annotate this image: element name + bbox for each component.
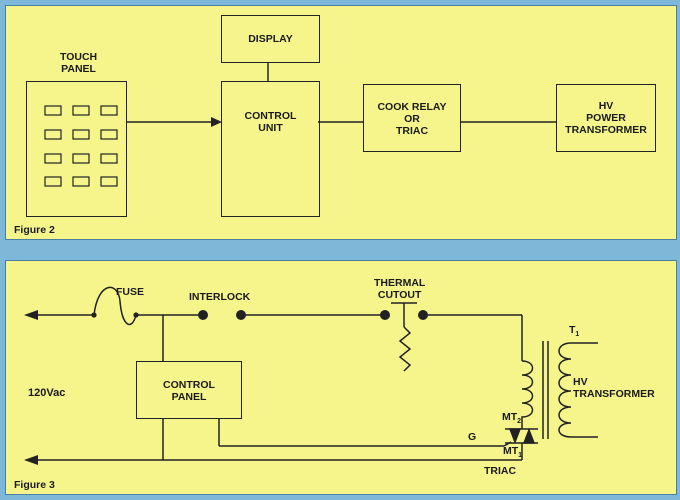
hv-label-line2: POWER [586, 112, 626, 124]
mt1-label: MT1 [503, 445, 523, 460]
cook-relay-label-line1: COOK RELAY [377, 101, 447, 113]
touch-panel-label: TOUCH PANEL [60, 51, 98, 75]
figure-3-caption: Figure 3 [14, 479, 55, 491]
hv-label-line3: TRANSFORMER [565, 124, 647, 136]
hv-transformer-label: HV TRANSFORMER [573, 376, 655, 400]
mt2-label: MT2 [502, 411, 522, 426]
keypad-button [72, 176, 90, 187]
keypad-button [44, 129, 62, 140]
secondary-coil [558, 342, 572, 438]
figure-2-wiring [44, 62, 556, 187]
hv-power-transformer-box: HV POWER TRANSFORMER [556, 84, 656, 152]
keypad-button [44, 153, 62, 164]
control-panel-label-line2: PANEL [171, 391, 207, 403]
display-label: DISPLAY [248, 33, 293, 45]
cook-relay-box: COOK RELAY OR TRIAC [363, 84, 461, 152]
voltage-label: 120Vac [28, 387, 66, 399]
interlock-label: INTERLOCK [189, 291, 251, 303]
thermal-contact-right [418, 310, 428, 320]
figure-3-panel: FUSE INTERLOCK THERMAL CUTOUT 120Vac CON… [5, 260, 677, 495]
keypad-button [100, 176, 118, 187]
fuse-label: FUSE [116, 286, 145, 298]
interlock-contact-left [198, 310, 208, 320]
thermal-cutout-element [398, 326, 412, 372]
fuse-terminal-left [91, 312, 97, 318]
figure-2-panel: TOUCH PANEL DISPLAY CONTROL UNIT COOK RE… [5, 5, 677, 240]
control-panel-label-line1: CONTROL [163, 379, 215, 391]
keypad-button [100, 153, 118, 164]
keypad-button [44, 105, 62, 116]
keypad-button [100, 105, 118, 116]
primary-coil [521, 360, 534, 429]
figure-2-caption: Figure 2 [14, 224, 55, 236]
thermal-contact-left [380, 310, 390, 320]
keypad-button [72, 105, 90, 116]
keypad-button [72, 153, 90, 164]
display-box: DISPLAY [221, 15, 320, 63]
control-unit-box: CONTROL UNIT [221, 81, 320, 217]
arrow-head [211, 117, 222, 127]
hv-label-line1: HV [598, 100, 614, 112]
triac-diode-left [508, 428, 522, 445]
interlock-contact-right [236, 310, 246, 320]
triac-diode-right [522, 427, 536, 444]
triac-label: TRIAC [484, 465, 517, 477]
control-unit-label-line1: CONTROL [244, 110, 297, 122]
touch-panel-box [26, 81, 127, 217]
keypad-button [72, 129, 90, 140]
t1-label: T1 [569, 324, 580, 339]
fuse-terminal-right [133, 312, 139, 318]
cook-relay-label-line3: TRIAC [395, 125, 429, 137]
control-panel-box: CONTROL PANEL [136, 361, 242, 419]
triac-gate-lead [503, 441, 512, 447]
keypad-button [100, 129, 118, 140]
thermal-cutout-label: THERMAL CUTOUT [374, 277, 426, 301]
keypad-buttons [44, 105, 118, 187]
fuse-symbol [93, 286, 137, 326]
gate-label: G [468, 431, 477, 443]
keypad-button [44, 176, 62, 187]
cook-relay-label-line2: OR [404, 113, 420, 125]
hot-arrow-icon [24, 310, 38, 320]
control-unit-label-line2: UNIT [258, 122, 283, 134]
neutral-arrow-icon [24, 455, 38, 465]
figure-3-schematic [24, 286, 598, 465]
